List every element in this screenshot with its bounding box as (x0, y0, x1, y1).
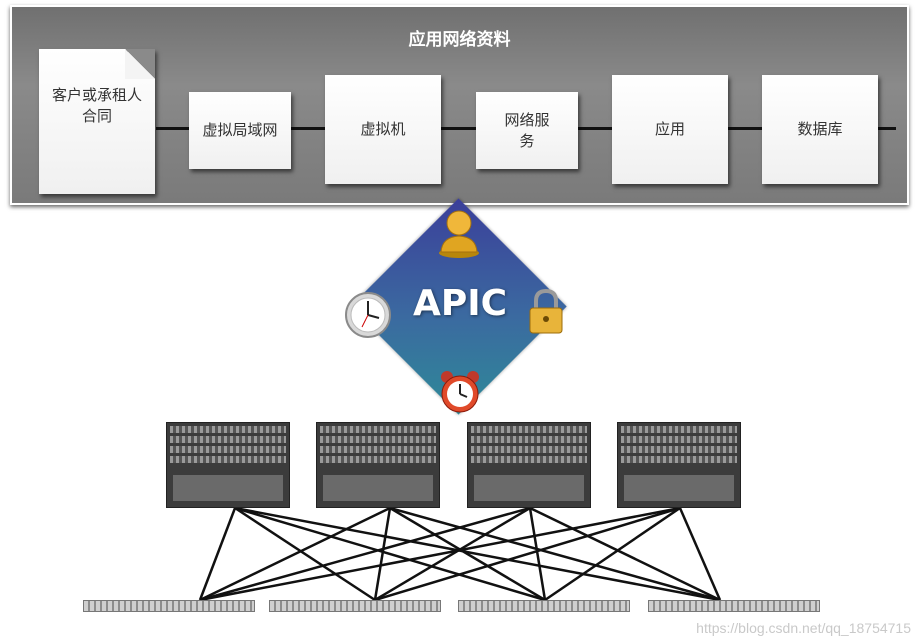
step-network-service: 网络服务 (476, 92, 578, 169)
line-card (621, 456, 737, 463)
leaf-switch (269, 600, 441, 612)
spine-switch (467, 422, 591, 508)
line-card (170, 446, 286, 453)
line-card (621, 426, 737, 433)
alarm-clock-icon (441, 371, 479, 413)
user-icon (439, 210, 479, 258)
step-vm: 虚拟机 (325, 75, 441, 184)
profile-title: 应用网络资料 (408, 30, 511, 50)
leaf-switch (648, 600, 820, 612)
line-card (170, 436, 286, 443)
spine-switch (166, 422, 290, 508)
line-card (170, 456, 286, 463)
spine-switch (316, 422, 440, 508)
app-network-profile-panel: 应用网络资料 客户或承租人合同 虚拟局域网 虚拟机 网络服务 应用 数据库 (10, 5, 909, 205)
line-card (471, 426, 587, 433)
contract-document: 客户或承租人合同 (39, 49, 155, 194)
contract-label: 客户或承租人合同 (51, 86, 142, 125)
document-fold (125, 49, 155, 79)
line-card (320, 456, 436, 463)
step-application: 应用 (612, 75, 728, 184)
step-label: 虚拟机 (360, 120, 406, 138)
line-card (621, 436, 737, 443)
line-card (471, 456, 587, 463)
line-card (471, 436, 587, 443)
leaf-switch (83, 600, 255, 612)
chassis-base (173, 475, 283, 501)
line-card (471, 446, 587, 453)
line-card (320, 446, 436, 453)
apic-label: APIC (412, 283, 508, 324)
leaf-switch (458, 600, 630, 612)
chassis-base (624, 475, 734, 501)
step-label: 应用 (654, 120, 685, 138)
line-card (320, 426, 436, 433)
spine-switch (617, 422, 741, 508)
watermark: https://blog.csdn.net/qq_18754715 (696, 620, 911, 636)
line-card (320, 436, 436, 443)
step-label: 数据库 (797, 120, 843, 138)
step-label: 网络服务 (504, 110, 550, 150)
lock-icon (529, 288, 563, 334)
step-vlan: 虚拟局域网 (189, 92, 291, 169)
chassis-base (474, 475, 584, 501)
chassis-base (323, 475, 433, 501)
line-card (621, 446, 737, 453)
clock-icon (345, 292, 391, 338)
step-label: 虚拟局域网 (202, 121, 278, 139)
line-card (170, 426, 286, 433)
step-database: 数据库 (762, 75, 878, 184)
